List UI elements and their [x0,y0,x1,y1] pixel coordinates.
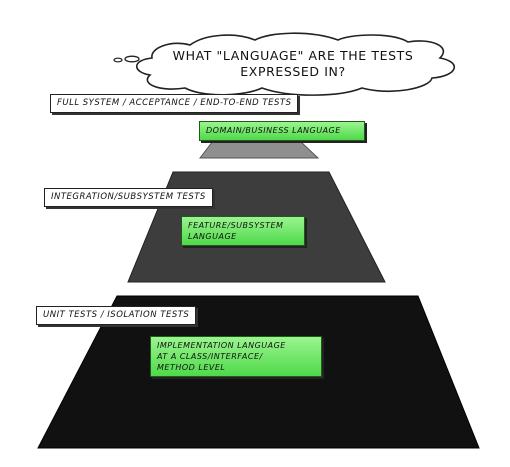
pyramid-top-tier [198,140,320,159]
domain-language-box: DOMAIN/BUSINESS LANGUAGE [199,121,365,141]
diagram-title: WHAT "LANGUAGE" ARE THE TESTS EXPRESSED … [172,48,414,79]
acceptance-tests-label: FULL SYSTEM / ACCEPTANCE / END-TO-END TE… [50,94,299,113]
unit-tests-label: UNIT TESTS / ISOLATION TESTS [36,306,197,325]
integration-tests-label: INTEGRATION/SUBSYSTEM TESTS [44,188,213,207]
feature-language-box: FEATURE/SUBSYSTEM LANGUAGE [181,216,305,246]
implementation-language-box: IMPLEMENTATION LANGUAGE AT A CLASS/INTER… [150,336,322,377]
thought-cloud [113,32,455,96]
